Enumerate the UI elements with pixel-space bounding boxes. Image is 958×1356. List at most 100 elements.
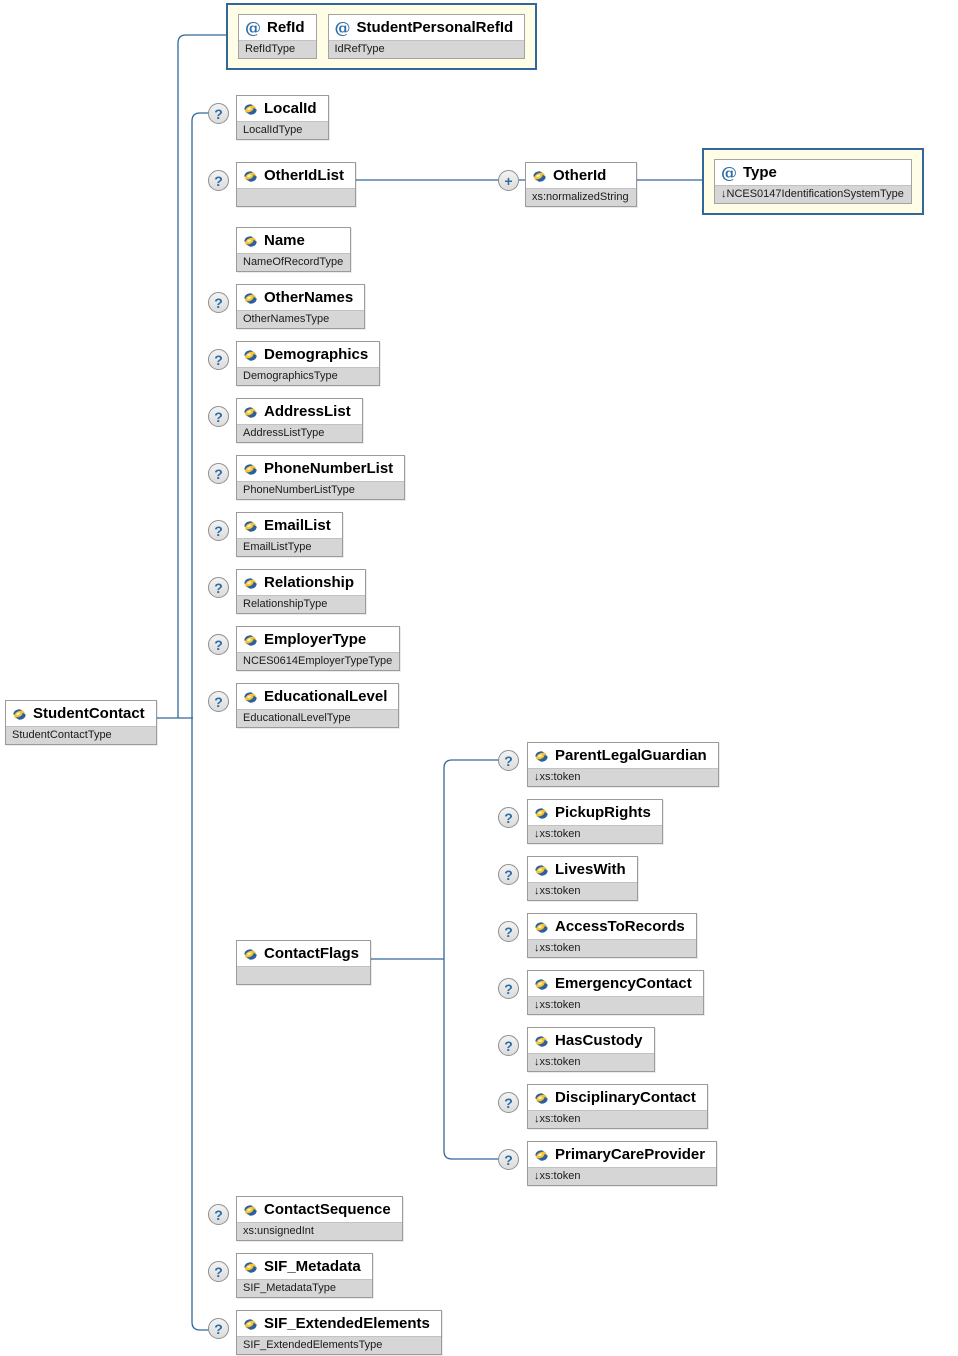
node-emaillist[interactable]: EmailList EmailListType [236,512,343,557]
element-name: EmergencyContact [555,975,692,992]
node-title: AddressList [237,399,362,424]
optional-icon: ? [208,103,229,124]
node-sif-metadata[interactable]: SIF_Metadata SIF_MetadataType [236,1253,373,1298]
connector-attributes-trunk [177,34,232,718]
node-title: OtherNames [237,285,365,310]
element-icon [243,948,258,961]
node-title: Relationship [237,570,366,595]
node-parentlegalguardian[interactable]: ParentLegalGuardian ↓xs:token [527,742,719,787]
optional-icon: ? [208,406,229,427]
element-type: SIF_MetadataType [237,1279,372,1297]
node-title: EmployerType [237,627,400,652]
element-icon [243,577,258,590]
element-type: ↓xs:token [528,768,718,786]
node-title: SIF_Metadata [237,1254,372,1279]
optional-icon: ? [208,1204,229,1225]
node-title: ContactSequence [237,1197,402,1222]
attribute-name: Type [743,164,777,181]
element-name: AccessToRecords [555,918,685,935]
element-type: ↓xs:token [528,1053,654,1071]
element-icon [534,1035,549,1048]
element-name: OtherId [553,167,607,184]
optional-icon: ? [498,864,519,885]
element-icon [243,349,258,362]
node-title: @ StudentPersonalRefId [328,15,525,40]
node-title: LocalId [237,96,328,121]
node-disciplinarycontact[interactable]: DisciplinaryContact ↓xs:token [527,1084,708,1129]
optional-icon: ? [208,292,229,313]
node-othernames[interactable]: OtherNames OtherNamesType [236,284,366,329]
element-name: ParentLegalGuardian [555,747,707,764]
node-otheridlist[interactable]: OtherIdList [236,162,357,207]
element-type [237,966,371,984]
node-title: OtherId [526,163,636,188]
attribute-group-otherid: @ Type ↓NCES0147IdentificationSystemType [702,148,924,215]
element-type: EducationalLevelType [237,709,399,727]
connector-flags-trunk-down [443,959,503,1160]
element-type: NameOfRecordType [237,253,351,271]
optional-icon: ? [498,978,519,999]
element-icon [534,864,549,877]
element-icon [534,1149,549,1162]
node-contactsequence[interactable]: ContactSequence xs:unsignedInt [236,1196,403,1241]
element-type: ↓xs:token [528,1167,717,1185]
node-liveswith[interactable]: LivesWith ↓xs:token [527,856,638,901]
node-employertype[interactable]: EmployerType NCES0614EmployerTypeType [236,626,401,671]
element-icon [243,634,258,647]
element-type: AddressListType [237,424,362,442]
node-attr-refid[interactable]: @ RefId RefIdType [238,14,317,59]
optional-icon: ? [208,1261,229,1282]
node-title: SIF_ExtendedElements [237,1311,441,1336]
element-name: EducationalLevel [264,688,388,705]
node-localid[interactable]: LocalId LocalIdType [236,95,329,140]
node-title: ParentLegalGuardian [528,743,718,768]
node-name[interactable]: Name NameOfRecordType [236,227,352,272]
element-name: StudentContact [33,705,145,722]
node-studentcontact[interactable]: StudentContact StudentContactType [5,700,157,745]
optional-icon: ? [498,1092,519,1113]
attribute-at-icon: @ [334,18,351,37]
node-attr-type[interactable]: @ Type ↓NCES0147IdentificationSystemType [714,159,912,204]
optional-icon: ? [498,750,519,771]
node-attr-studentpersonalrefid[interactable]: @ StudentPersonalRefId IdRefType [327,14,526,59]
node-primarycareprovider[interactable]: PrimaryCareProvider ↓xs:token [527,1141,718,1186]
attribute-at-icon: @ [721,163,737,182]
element-icon [243,1318,258,1331]
element-type: ↓xs:token [528,939,696,957]
element-name: SIF_Metadata [264,1258,361,1275]
element-type: ↓xs:token [528,996,703,1014]
connector-children-trunk-up [191,112,212,718]
node-educationallevel[interactable]: EducationalLevel EducationalLevelType [236,683,400,728]
element-type: xs:unsignedInt [237,1222,402,1240]
element-name: EmailList [264,517,331,534]
connector-children-trunk-down [191,718,212,1331]
node-relationship[interactable]: Relationship RelationshipType [236,569,367,614]
node-demographics[interactable]: Demographics DemographicsType [236,341,381,386]
element-type: ↓xs:token [528,1110,707,1128]
element-name: PrimaryCareProvider [555,1146,706,1163]
node-addresslist[interactable]: AddressList AddressListType [236,398,363,443]
attribute-name: RefId [267,19,305,36]
element-name: Demographics [264,346,369,363]
connector-flags-trunk-up [443,759,503,959]
optional-icon: ? [208,1318,229,1339]
node-pickuprights[interactable]: PickupRights ↓xs:token [527,799,663,844]
element-icon [243,406,258,419]
node-contactflags[interactable]: ContactFlags [236,940,372,985]
element-icon [243,103,258,116]
element-name: Name [264,232,305,249]
optional-icon: ? [498,1149,519,1170]
element-name: LivesWith [555,861,626,878]
element-type: SIF_ExtendedElementsType [237,1336,441,1354]
node-sif-extendedelements[interactable]: SIF_ExtendedElements SIF_ExtendedElement… [236,1310,442,1355]
node-title: AccessToRecords [528,914,696,939]
node-title: @ RefId [239,15,316,40]
node-phonenumberlist[interactable]: PhoneNumberList PhoneNumberListType [236,455,406,500]
node-hascustody[interactable]: HasCustody ↓xs:token [527,1027,655,1072]
node-otherid[interactable]: OtherId xs:normalizedString [525,162,637,207]
element-type: RelationshipType [237,595,366,613]
node-accesstorecords[interactable]: AccessToRecords ↓xs:token [527,913,697,958]
node-emergencycontact[interactable]: EmergencyContact ↓xs:token [527,970,704,1015]
node-title: Demographics [237,342,380,367]
element-name: ContactFlags [264,945,360,962]
